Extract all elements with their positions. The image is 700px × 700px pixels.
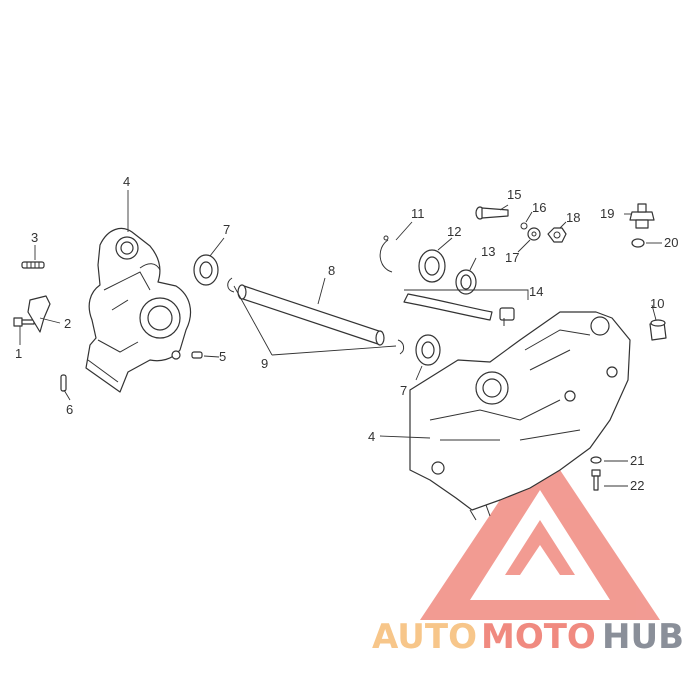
part-5-pin <box>191 351 203 359</box>
part-7-bearing-lower <box>415 334 441 366</box>
callout-14: 14 <box>529 284 543 299</box>
part-1-bolt <box>13 317 35 327</box>
callout-19: 19 <box>600 206 614 221</box>
callout-2: 2 <box>64 316 71 331</box>
watermark-moto: MOTO <box>481 617 596 657</box>
leader-lines <box>19 190 662 487</box>
callout-7-upper: 7 <box>223 222 230 237</box>
part-13-oil-seal <box>455 269 477 295</box>
callout-18: 18 <box>566 210 580 225</box>
part-19-switch <box>629 203 655 229</box>
callout-10: 10 <box>650 296 664 311</box>
part-18-nut <box>547 227 567 243</box>
callout-labels: 4 3 2 1 5 6 7 8 9 10 11 12 13 14 15 16 1… <box>15 174 678 493</box>
left-crankcase-half <box>85 227 192 393</box>
part-9-circlip-lower <box>397 339 405 355</box>
part-14-hose <box>403 293 515 326</box>
part-11-circlip <box>379 235 393 273</box>
callout-9: 9 <box>261 356 268 371</box>
part-16-o-ring <box>520 222 528 230</box>
callout-16: 16 <box>532 200 546 215</box>
part-10-bushing <box>649 319 667 341</box>
part-20-washer <box>631 238 645 248</box>
watermark-text: AUTO MOTO HUB <box>372 617 684 657</box>
part-15-screw <box>475 206 509 220</box>
callout-6: 6 <box>66 402 73 417</box>
watermark-auto: AUTO <box>372 617 477 657</box>
callout-22: 22 <box>630 478 644 493</box>
right-crankcase-half <box>409 311 631 521</box>
callout-20: 20 <box>664 235 678 250</box>
callout-13: 13 <box>481 244 495 259</box>
part-8-shaft <box>237 284 385 346</box>
callout-4-left: 4 <box>123 174 130 189</box>
watermark-hub: HUB <box>602 617 684 657</box>
part-2-fork <box>27 295 51 333</box>
callout-7-lower: 7 <box>400 383 407 398</box>
part-21-washer <box>590 456 602 464</box>
part-6-pin <box>60 374 67 392</box>
callout-11: 11 <box>411 206 425 221</box>
callout-21: 21 <box>630 453 644 468</box>
part-7-bearing-upper <box>193 254 219 286</box>
callout-3: 3 <box>31 230 38 245</box>
part-9-circlip-upper <box>227 277 235 293</box>
callout-4-right: 4 <box>368 429 375 444</box>
callout-1: 1 <box>15 346 22 361</box>
callout-5: 5 <box>219 349 226 364</box>
callout-12: 12 <box>447 224 461 239</box>
part-22-bolt <box>591 469 601 491</box>
part-3-stud <box>21 261 45 269</box>
callout-8: 8 <box>328 263 335 278</box>
watermark-logo <box>420 440 660 620</box>
callout-17: 17 <box>505 250 519 265</box>
part-12-bearing <box>418 249 446 283</box>
callout-15: 15 <box>507 187 521 202</box>
part-17-washer <box>527 227 541 241</box>
